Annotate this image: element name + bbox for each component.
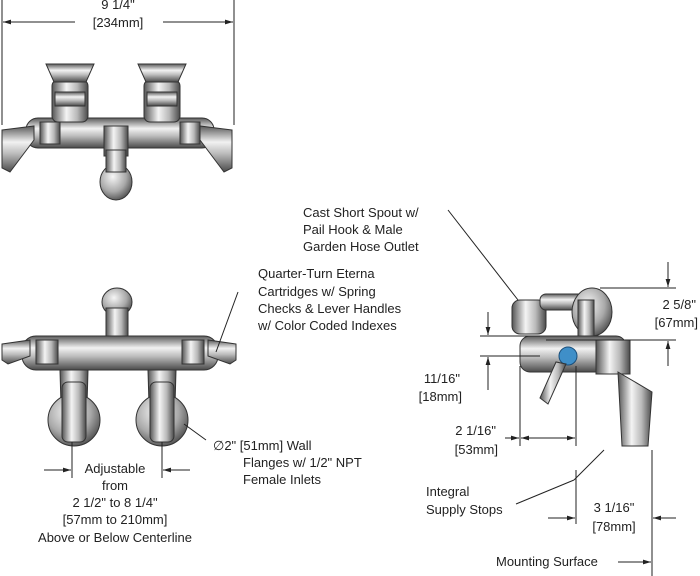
top-width-inches: 9 1/4" <box>101 0 135 12</box>
adjustable-note-line-3: 2 1/2" to 8 1/4" <box>72 495 158 510</box>
adjustable-note-line-2: from <box>102 478 128 493</box>
height-inches: 2 5/8" <box>662 297 696 312</box>
adjustable-note-line-5: Above or Below Centerline <box>38 530 192 545</box>
cartridge-note-line-1: Quarter-Turn Eterna <box>258 266 375 281</box>
top-width-mm: [234mm] <box>92 15 144 30</box>
cartridge-note-line-3: Checks & Lever Handles <box>258 301 402 316</box>
offset-inches: 11/16" <box>423 371 460 386</box>
front-view-faucet <box>1 287 239 478</box>
offset-mm: [18mm] <box>418 389 462 404</box>
mounting-surface-label: Mounting Surface <box>496 554 598 569</box>
spout-note-line-1: Cast Short Spout w/ <box>303 205 419 220</box>
flange-note-line-2: Flanges w/ 1/2" NPT <box>243 455 362 470</box>
adjustable-note-line-4: [57mm to 210mm] <box>62 512 168 527</box>
wall-inches: 3 1/16" <box>593 500 635 515</box>
stop-note-line-2: Supply Stops <box>426 502 503 517</box>
side-view-faucet <box>447 209 676 576</box>
height-mm: [67mm] <box>654 315 698 330</box>
wall-mm: [78mm] <box>592 519 636 534</box>
cartridge-note-line-2: Cartridges w/ Spring <box>258 284 376 299</box>
cartridge-note-line-4: w/ Color Coded Indexes <box>258 318 397 333</box>
top-view-faucet <box>1 0 235 201</box>
depth-inches: 2 1/16" <box>455 423 496 438</box>
spout-note-line-2: Pail Hook & Male <box>303 222 403 237</box>
flange-note-line-1: ∅2" [51mm] Wall <box>213 438 312 453</box>
spout-note-line-3: Garden Hose Outlet <box>303 239 419 254</box>
adjustable-note-line-1: Adjustable <box>84 461 146 476</box>
flange-note-line-3: Female Inlets <box>243 472 322 487</box>
stop-note-line-1: Integral <box>426 484 470 499</box>
depth-mm: [53mm] <box>454 442 498 457</box>
